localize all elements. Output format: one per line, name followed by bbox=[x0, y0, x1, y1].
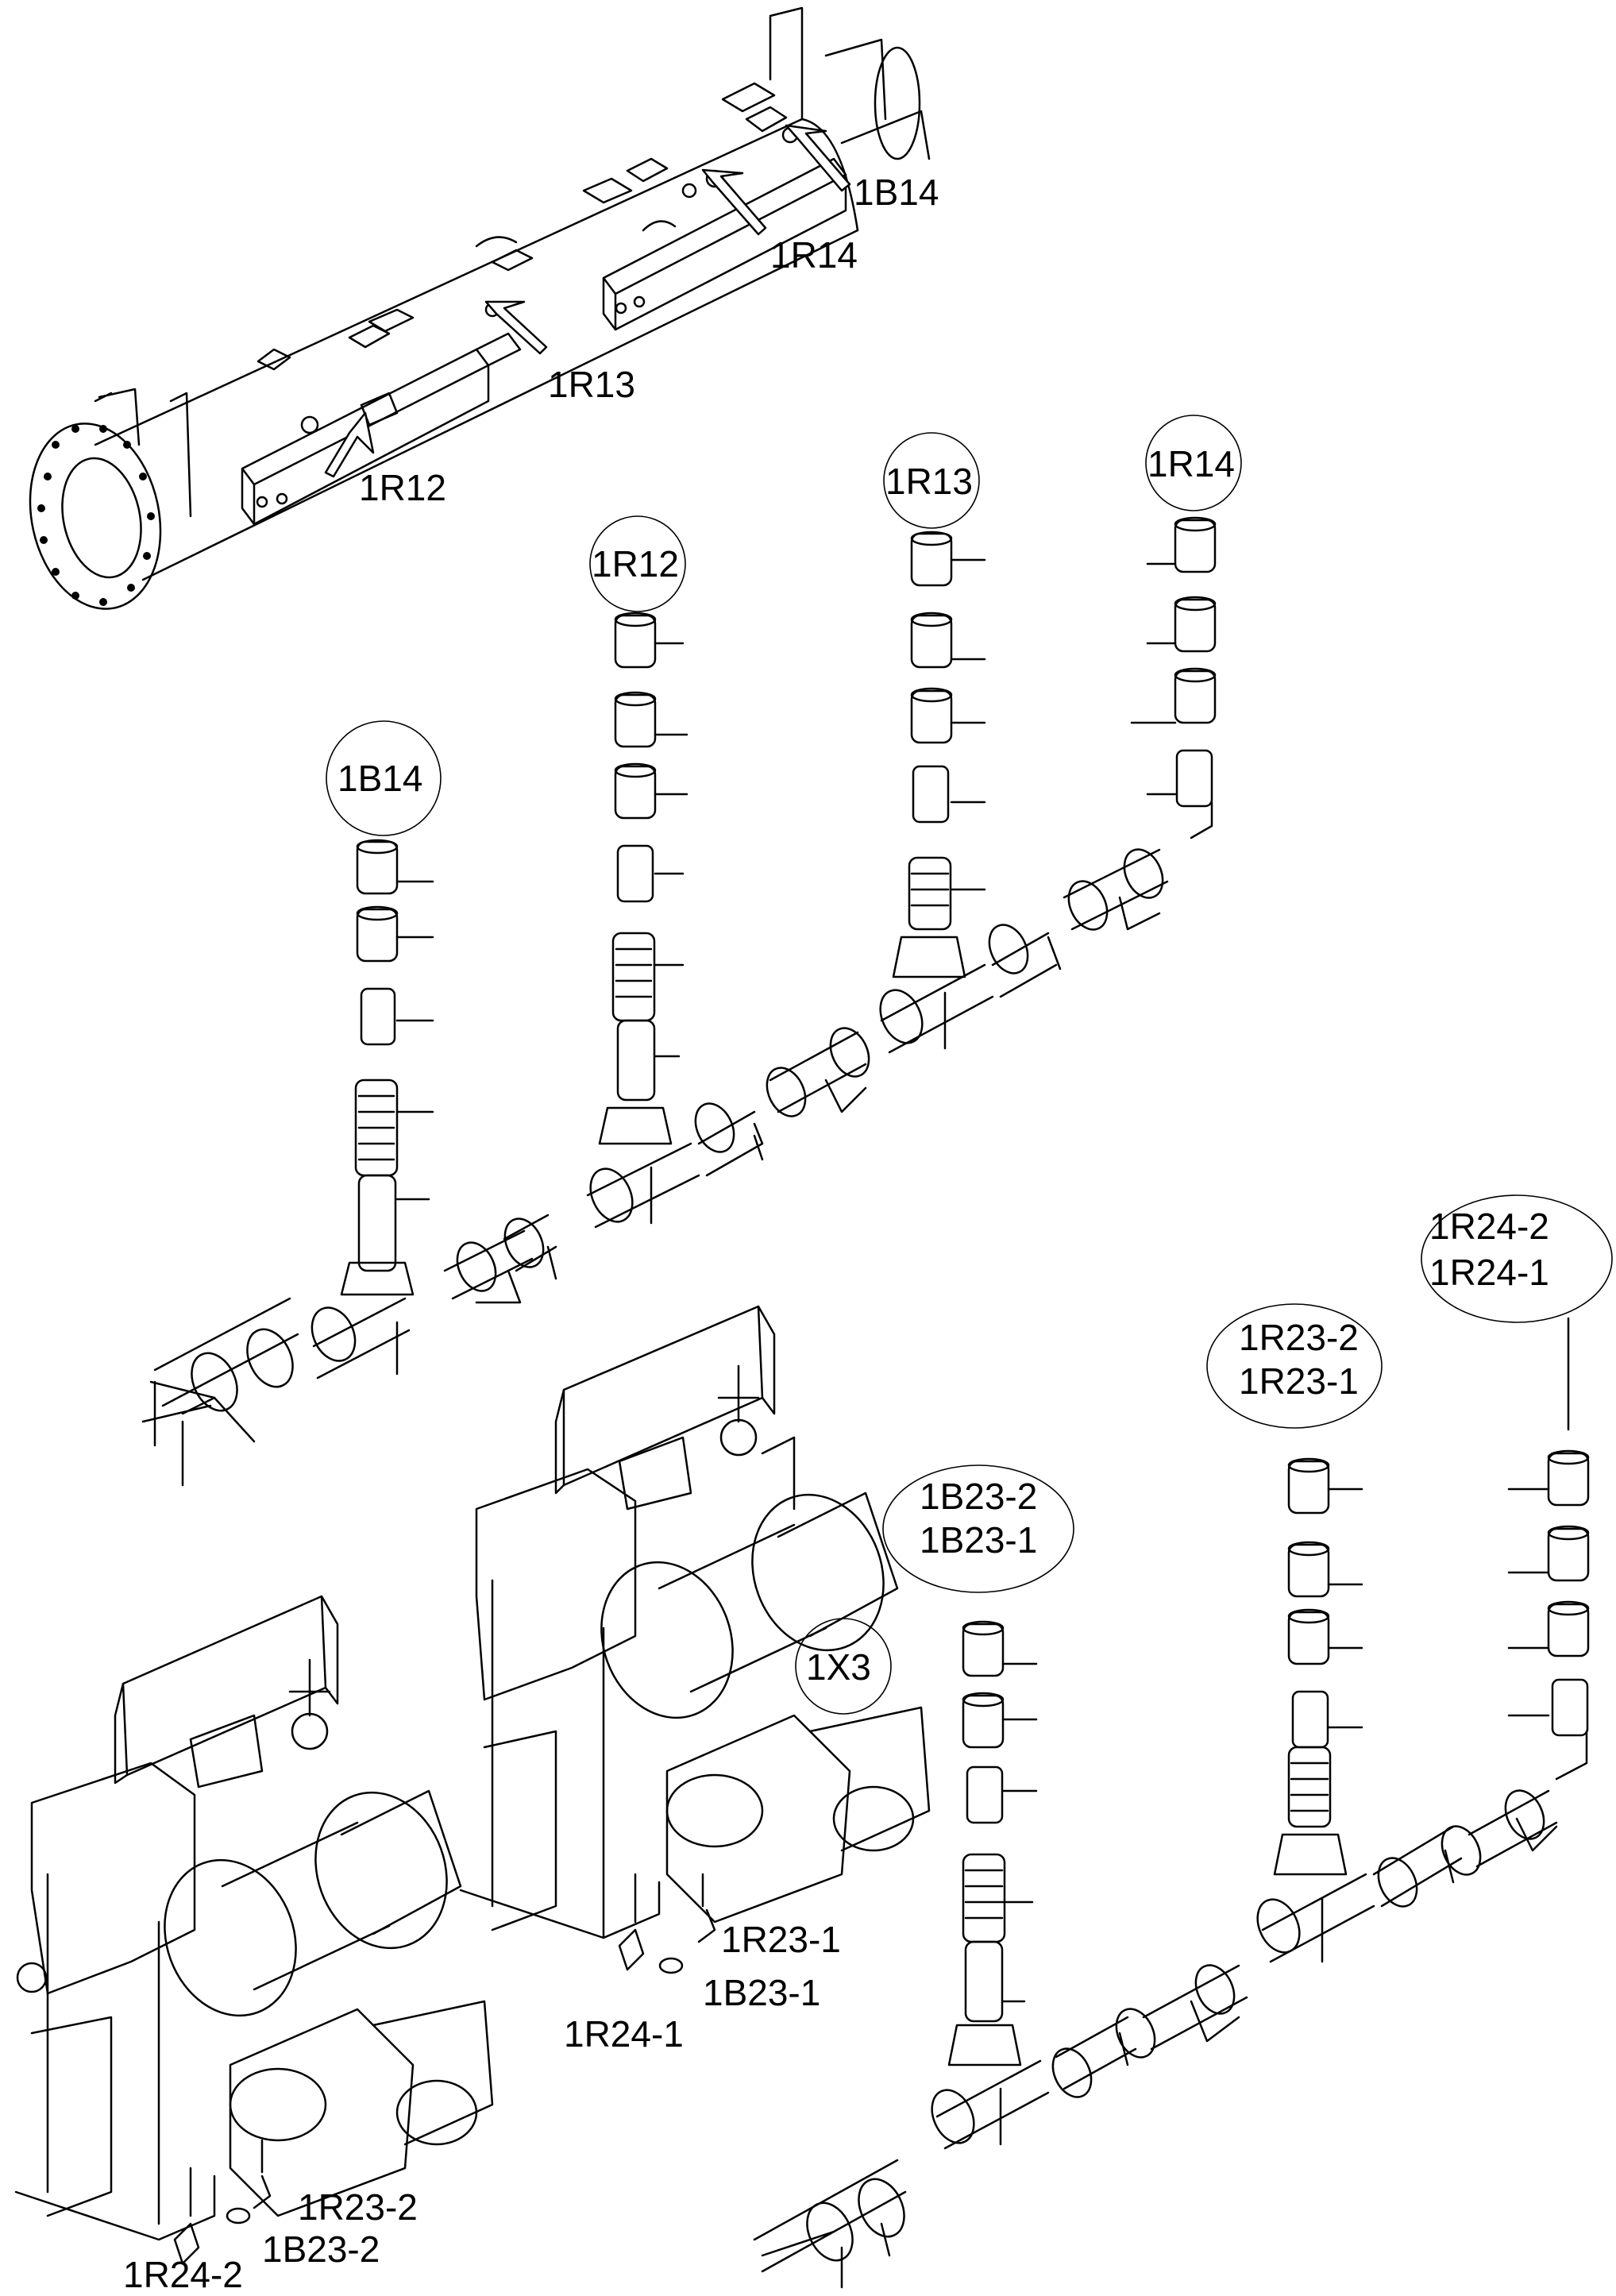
label-machine-1r23-2: 1R23-2 bbox=[298, 2186, 418, 2228]
label-top-1r12: 1R12 bbox=[359, 467, 446, 508]
label-machine-1b23-1: 1B23-1 bbox=[703, 1972, 820, 2013]
connector-chain-1r14 bbox=[1130, 415, 1242, 839]
connector-chain-1r24 bbox=[1421, 1194, 1613, 1781]
connector-chain-1b14 bbox=[141, 720, 557, 1487]
label-chain-1r24-2: 1R24-2 bbox=[1429, 1206, 1549, 1247]
label-chain-1r23-1: 1R23-1 bbox=[1239, 1360, 1359, 1402]
label-chain-1b14: 1B14 bbox=[337, 758, 422, 799]
label-top-1r14: 1R14 bbox=[770, 234, 858, 276]
connector-chain-1r12 bbox=[586, 515, 870, 1229]
machine-unit-right bbox=[459, 1305, 931, 1974]
connector-chain-1b23 bbox=[753, 1464, 1248, 2289]
connector-chain-1r23 bbox=[1206, 1303, 1558, 1963]
label-chain-1r13: 1R13 bbox=[885, 461, 973, 502]
label-chain-1b23-2: 1B23-2 bbox=[920, 1476, 1037, 1517]
pipe-assembly-drawing bbox=[29, 6, 931, 610]
label-chain-1r24-1: 1R24-1 bbox=[1429, 1252, 1549, 1293]
callout-bubble-1x3 bbox=[795, 1618, 892, 1715]
label-machine-1b23-2: 1B23-2 bbox=[262, 2228, 380, 2270]
label-machine-1r24-1: 1R24-1 bbox=[564, 2013, 684, 2055]
label-chain-1b23-1: 1B23-1 bbox=[920, 1519, 1037, 1561]
connector-chain-1r13 bbox=[879, 432, 1169, 1054]
label-chain-1x3: 1X3 bbox=[806, 1646, 871, 1688]
label-top-1r13: 1R13 bbox=[548, 364, 635, 405]
machine-unit-left bbox=[14, 1595, 494, 2265]
label-top-1b14: 1B14 bbox=[854, 172, 939, 213]
label-chain-1r12: 1R12 bbox=[592, 543, 679, 585]
label-chain-1r14: 1R14 bbox=[1147, 443, 1235, 484]
label-chain-1r23-2: 1R23-2 bbox=[1239, 1317, 1359, 1358]
label-machine-1r24-2: 1R24-2 bbox=[123, 2254, 243, 2292]
label-machine-1r23-1: 1R23-1 bbox=[721, 1919, 841, 1960]
